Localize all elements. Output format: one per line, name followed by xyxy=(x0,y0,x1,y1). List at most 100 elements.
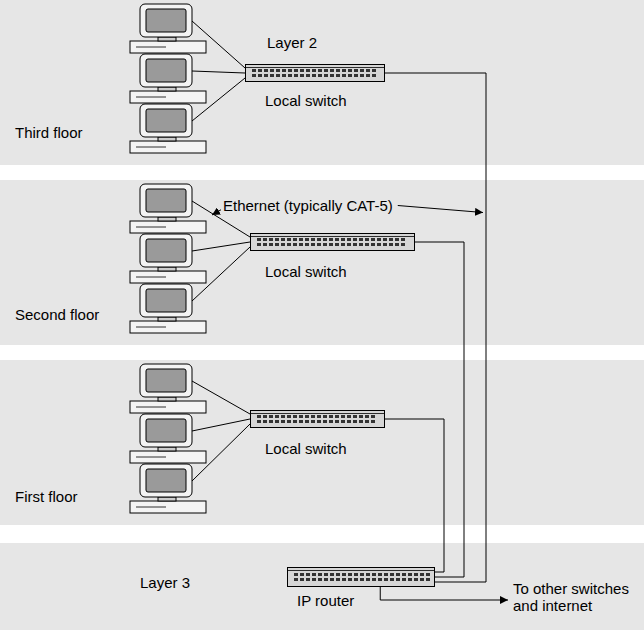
switch-body xyxy=(287,567,435,587)
monitor xyxy=(140,4,192,37)
port xyxy=(354,573,358,576)
port xyxy=(384,573,388,576)
port xyxy=(365,415,369,418)
port xyxy=(371,243,375,246)
port xyxy=(341,243,345,246)
switch-edge xyxy=(251,236,414,237)
screen xyxy=(146,369,186,392)
port xyxy=(258,69,262,72)
port xyxy=(401,243,405,246)
switch-case xyxy=(251,234,415,251)
port xyxy=(300,69,304,72)
port xyxy=(293,420,297,423)
port xyxy=(371,238,375,241)
port xyxy=(306,74,310,77)
switch-body xyxy=(250,233,415,251)
port xyxy=(294,69,298,72)
port xyxy=(275,415,279,418)
port xyxy=(264,74,268,77)
port xyxy=(372,74,376,77)
computer-case xyxy=(130,501,206,513)
ethernet-cable xyxy=(385,419,444,572)
monitor xyxy=(140,234,192,267)
port xyxy=(287,238,291,241)
floor-label: First floor xyxy=(15,488,644,505)
port xyxy=(353,415,357,418)
port xyxy=(420,578,424,581)
port xyxy=(335,415,339,418)
monitor-stand xyxy=(158,397,176,401)
port xyxy=(414,573,418,576)
port xyxy=(371,415,375,418)
port xyxy=(257,243,261,246)
port xyxy=(336,573,340,576)
port xyxy=(408,578,412,581)
port xyxy=(377,238,381,241)
switch-case xyxy=(251,411,385,428)
port xyxy=(360,578,364,581)
computer-icon xyxy=(130,234,206,283)
port xyxy=(335,238,339,241)
port xyxy=(396,573,400,576)
port xyxy=(329,420,333,423)
port xyxy=(342,578,346,581)
port xyxy=(264,69,268,72)
monitor-stand xyxy=(158,217,176,221)
port xyxy=(294,573,298,576)
switch-ports xyxy=(294,573,430,581)
monitor xyxy=(140,364,192,397)
drive-slot xyxy=(136,47,166,48)
drive-slot xyxy=(136,507,166,508)
port xyxy=(287,243,291,246)
port xyxy=(383,243,387,246)
screen xyxy=(146,239,186,262)
port xyxy=(324,578,328,581)
port xyxy=(336,578,340,581)
port xyxy=(329,238,333,241)
port xyxy=(390,573,394,576)
switch-ports xyxy=(257,238,405,246)
switch-case xyxy=(288,568,435,587)
port xyxy=(360,573,364,576)
port xyxy=(288,74,292,77)
device-label: Local switch xyxy=(265,440,400,457)
screen xyxy=(146,469,186,492)
computer-case xyxy=(130,91,206,103)
port xyxy=(299,243,303,246)
port xyxy=(269,238,273,241)
port xyxy=(317,238,321,241)
port xyxy=(372,573,376,576)
port xyxy=(414,578,418,581)
uplink-arrow xyxy=(380,587,508,600)
port xyxy=(347,243,351,246)
port xyxy=(383,238,387,241)
label-anchor: Ethernet (typically CAT-5) xyxy=(223,197,393,214)
port xyxy=(258,74,262,77)
port xyxy=(263,243,267,246)
monitor xyxy=(140,184,192,217)
port xyxy=(348,69,352,72)
port xyxy=(257,420,261,423)
port xyxy=(389,243,393,246)
port xyxy=(263,238,267,241)
computer-icon xyxy=(130,104,206,153)
ethernet-cable xyxy=(385,73,486,582)
network-switch: Local switch xyxy=(250,410,385,428)
port xyxy=(329,243,333,246)
port xyxy=(323,238,327,241)
port xyxy=(305,415,309,418)
annotation: To other switches and internet xyxy=(513,580,638,614)
drive-slot xyxy=(136,277,166,278)
port xyxy=(305,243,309,246)
switch-edge xyxy=(251,413,384,414)
port xyxy=(299,415,303,418)
port xyxy=(323,415,327,418)
screen xyxy=(146,289,186,312)
port xyxy=(323,420,327,423)
monitor-stand xyxy=(158,37,176,41)
port xyxy=(306,573,310,576)
port xyxy=(263,420,267,423)
network-switch: IP router xyxy=(287,567,435,587)
port xyxy=(317,415,321,418)
port xyxy=(341,415,345,418)
